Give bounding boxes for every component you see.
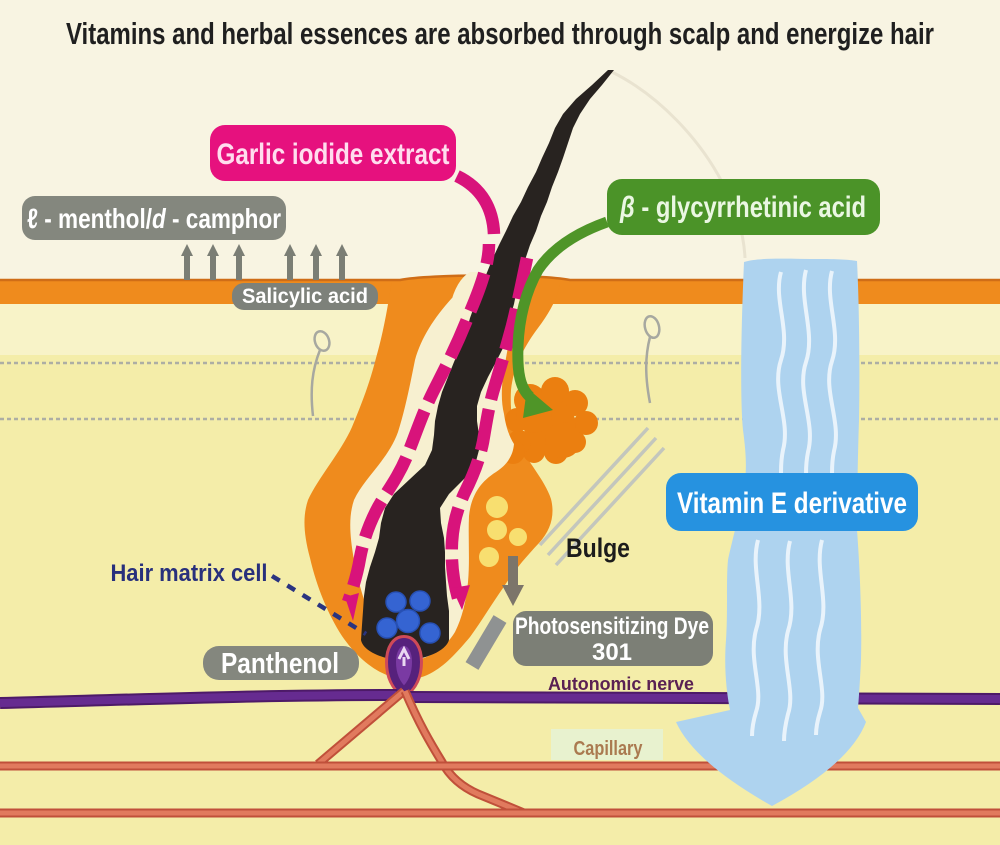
svg-text:Autonomic nerve: Autonomic nerve — [548, 673, 694, 694]
svg-text:Bulge: Bulge — [566, 533, 630, 563]
svg-text:Garlic iodide extract: Garlic iodide extract — [217, 138, 450, 171]
svg-text:Vitamin E derivative: Vitamin E derivative — [677, 487, 907, 520]
svg-text:Salicylic acid: Salicylic acid — [242, 285, 368, 308]
svg-text:Photosensitizing Dye: Photosensitizing Dye — [515, 613, 709, 640]
svg-text:301: 301 — [592, 639, 632, 666]
svg-text:Capillary: Capillary — [574, 738, 644, 760]
svg-text:β - glycyrrhetinic acid: β - glycyrrhetinic acid — [619, 191, 866, 224]
svg-text:ℓ - menthol/d - camphor: ℓ - menthol/d - camphor — [27, 203, 281, 234]
svg-text:Vitamins and herbal essences a: Vitamins and herbal essences are absorbe… — [66, 16, 934, 51]
svg-text:Hair matrix cell: Hair matrix cell — [111, 560, 268, 587]
svg-text:Panthenol: Panthenol — [221, 648, 339, 680]
